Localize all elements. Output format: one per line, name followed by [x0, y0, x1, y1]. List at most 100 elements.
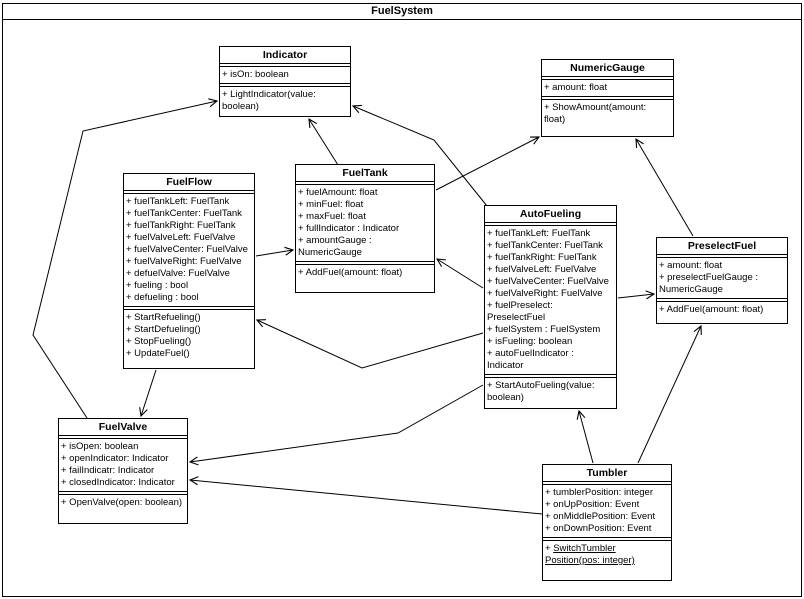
method: + OpenValve(open: boolean) — [61, 497, 183, 508]
compartment-separator — [485, 374, 616, 378]
compartment-separator — [59, 491, 187, 495]
attribute: + fuelValveRight: FuelValve — [487, 288, 603, 299]
attribute: + openIndicator: Indicator — [61, 453, 169, 464]
attribute: + tumblerPosition: integer — [545, 487, 653, 498]
association-fueltank-to-indicator[interactable] — [309, 119, 339, 166]
method-prefix: + — [545, 543, 554, 554]
methods-compartment: + SwitchTumbler Position(pos: integer) — [543, 541, 671, 580]
attribute: + defuelValve: FuelValve — [126, 268, 230, 279]
attribute: + onMiddlePosition: Event — [545, 511, 656, 522]
class-fueltank[interactable]: FuelTank + fuelAmount: float+ minFuel: fl… — [295, 164, 435, 293]
attributes-compartment: + fuelTankLeft: FuelTank+ fuelTankCenter… — [124, 194, 254, 306]
attribute: + fuelAmount: float — [298, 187, 378, 198]
attributes-compartment: + fuelAmount: float+ minFuel: float+ max… — [296, 185, 434, 261]
association-tumbler-to-fuelvalve[interactable] — [190, 480, 543, 515]
method: + LightIndicator(value: boolean) — [222, 89, 316, 112]
class-name: FuelTank — [342, 167, 388, 179]
compartment-separator — [485, 222, 616, 226]
association-fuelvalve-to-indicator[interactable] — [32, 101, 217, 419]
association-fueltank-to-numericgauge[interactable] — [435, 137, 539, 191]
association-fuelflow-to-fueltank[interactable] — [255, 250, 293, 257]
compartment-separator — [220, 83, 350, 87]
attribute: + fuelSystem : FuelSystem — [487, 324, 601, 335]
diagram-title: FuelSystem — [3, 4, 801, 20]
class-name: NumericGauge — [570, 62, 645, 74]
association-preselectfuel-to-numericgauge[interactable] — [636, 139, 694, 237]
attributes-compartment: + isOpen: boolean+ openIndicator: Indica… — [59, 439, 187, 491]
class-indicator[interactable]: Indicator+ isOn: boolean+ LightIndicator… — [219, 46, 351, 117]
attribute: + fuelTankCenter: FuelTank — [126, 208, 242, 219]
attribute: + fuelValveRight: FuelValve — [126, 256, 242, 267]
attribute: + fuelTankCenter: FuelTank — [487, 240, 603, 251]
attribute: + amount: float — [659, 260, 723, 271]
attribute: + defueling : bool — [126, 292, 199, 303]
class-name: Indicator — [262, 49, 308, 61]
methods-compartment: + StartAutoFueling(value: boolean) — [485, 378, 616, 408]
attributes-compartment: + amount: float — [542, 80, 673, 96]
compartment-separator — [220, 63, 350, 67]
attribute: + fueling : bool — [126, 280, 189, 291]
class-fuelvalve[interactable]: FuelValve + isOpen: boolean+ openIndicato… — [58, 418, 188, 524]
attributes-compartment: + amount: float+ preselectFuelGauge : Nu… — [657, 258, 787, 298]
association-tumbler-to-autofueling[interactable] — [579, 411, 594, 464]
compartment-separator — [543, 537, 671, 541]
attribute: + autoFuelIndicator : Indicator — [487, 348, 574, 371]
attribute: + fuelPreselect: PreselectFuel — [487, 300, 553, 323]
association-tumbler-to-preselectfuel[interactable] — [637, 326, 701, 464]
association-autofueling-to-fueltank[interactable] — [437, 259, 484, 289]
attribute: + onDownPosition: Event — [545, 523, 652, 534]
attribute: + maxFuel: float — [298, 211, 366, 222]
compartment-separator — [542, 76, 673, 80]
attribute: + failIndicatr: Indicator — [61, 465, 155, 476]
compartment-separator — [657, 298, 787, 302]
methods-compartment: + StartRefueling()+ StartDefueling()+ St… — [124, 310, 254, 368]
attribute: + fuelValveLeft: FuelValve — [487, 264, 597, 275]
class-autofueling[interactable]: AutoFueling+ fuelTankLeft: FuelTank+ fue… — [484, 205, 617, 409]
class-name: Tumbler — [586, 467, 628, 479]
methods-compartment: + AddFuel(amount: float) — [657, 302, 787, 323]
methods-compartment: + OpenValve(open: boolean) — [59, 495, 187, 523]
methods-compartment: + ShowAmount(amount: float) — [542, 100, 673, 136]
class-tumbler[interactable]: Tumbler + tumblerPosition: integer+ onUpP… — [542, 464, 672, 581]
compartment-separator — [296, 181, 434, 185]
class-name: AutoFueling — [519, 208, 582, 220]
class-name: FuelValve — [98, 421, 148, 433]
compartment-separator — [542, 96, 673, 100]
compartment-separator — [124, 190, 254, 194]
association-autofueling-to-preselectfuel[interactable] — [617, 294, 654, 298]
methods-compartment: + AddFuel(amount: float) — [296, 265, 434, 292]
class-numericgauge[interactable]: NumericGauge + amount: float + ShowAmount(… — [541, 59, 674, 137]
attribute: + amountGauge : NumericGauge — [298, 235, 372, 258]
attribute: + minFuel: float — [298, 199, 364, 210]
association-autofueling-to-fuelflow[interactable] — [257, 320, 484, 369]
attributes-compartment: + fuelTankLeft: FuelTank+ fuelTankCenter… — [485, 226, 616, 374]
association-fuelflow-to-fuelvalve[interactable] — [141, 369, 157, 416]
method: + StopFueling() — [126, 336, 192, 347]
compartment-separator — [543, 481, 671, 485]
compartment-separator — [657, 254, 787, 258]
class-name: FuelFlow — [166, 176, 212, 188]
association-autofueling-to-fuelvalve[interactable] — [190, 384, 484, 462]
method: + StartAutoFueling(value: boolean) — [487, 380, 595, 403]
class-fuelflow[interactable]: FuelFlow+ fuelTankLeft: FuelTank+ fuelTa… — [123, 173, 255, 369]
class-name: PreselectFuel — [687, 240, 757, 252]
attribute: + isFueling: boolean — [487, 336, 573, 347]
static-method-text: SwitchTumbler Position(pos: integer) — [545, 543, 635, 566]
method: + AddFuel(amount: float) — [298, 267, 403, 278]
compartment-separator — [296, 261, 434, 265]
attribute: + fuelTankRight: FuelTank — [126, 220, 236, 231]
method: + AddFuel(amount: float) — [659, 304, 764, 315]
method: + ShowAmount(amount: float) — [544, 102, 647, 125]
attribute: + fuelTankLeft: FuelTank — [487, 228, 591, 239]
attribute: + onUpPosition: Event — [545, 499, 640, 510]
attribute: + fuelTankRight: FuelTank — [487, 252, 597, 263]
attribute: + fuelValveCenter: FuelValve — [126, 244, 248, 255]
attributes-compartment: + tumblerPosition: integer+ onUpPosition… — [543, 485, 671, 537]
attribute: + fuelTankLeft: FuelTank — [126, 196, 230, 207]
method: + SwitchTumbler Position(pos: integer) — [545, 543, 669, 567]
association-autofueling-to-indicator[interactable] — [353, 106, 488, 207]
attribute: + preselectFuelGauge : NumericGauge — [659, 272, 759, 295]
class-preselectfuel[interactable]: PreselectFuel + amount: float+ preselectF… — [656, 237, 788, 324]
